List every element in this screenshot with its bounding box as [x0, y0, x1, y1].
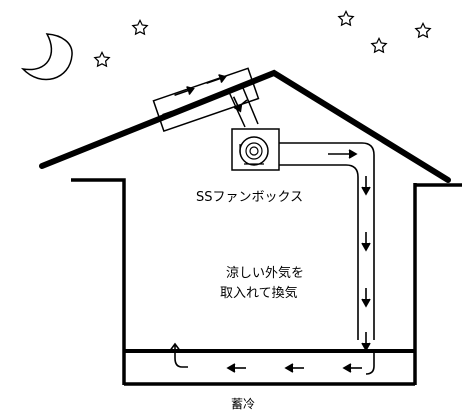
arrow-icon	[206, 74, 227, 85]
star-icon	[93, 50, 111, 68]
vent-duct	[279, 142, 375, 340]
arrow-icon	[232, 96, 243, 113]
roof-collector-panel	[152, 67, 260, 133]
flow-arrows	[174, 74, 371, 373]
fan-icon	[231, 128, 280, 171]
return-arrow-icon	[168, 342, 188, 368]
arrow-icon	[174, 86, 195, 97]
arrow-icon	[342, 363, 362, 373]
star-icon	[370, 36, 388, 54]
star-icon	[414, 21, 432, 39]
right-wall	[413, 183, 462, 385]
arrow-icon	[328, 149, 358, 159]
star-icon	[337, 9, 355, 27]
arrow-icon	[361, 232, 371, 252]
arrow-icon	[361, 288, 371, 308]
arrow-icon	[284, 363, 304, 373]
arrow-icon	[226, 363, 246, 373]
roof	[39, 69, 451, 183]
cold-storage-label: 蓄冷	[231, 397, 256, 411]
left-wall	[71, 178, 126, 385]
arrow-icon	[361, 332, 371, 352]
arrow-icon	[361, 176, 371, 196]
moon-icon	[20, 33, 73, 81]
underfloor-channel	[365, 352, 375, 375]
cool-air-label-line1: 涼しい外気を	[226, 266, 305, 281]
star-icon	[131, 18, 149, 36]
cool-air-label-line2: 取入れて換気	[220, 286, 298, 301]
fan-box-label: SSファンボックス	[196, 190, 304, 205]
